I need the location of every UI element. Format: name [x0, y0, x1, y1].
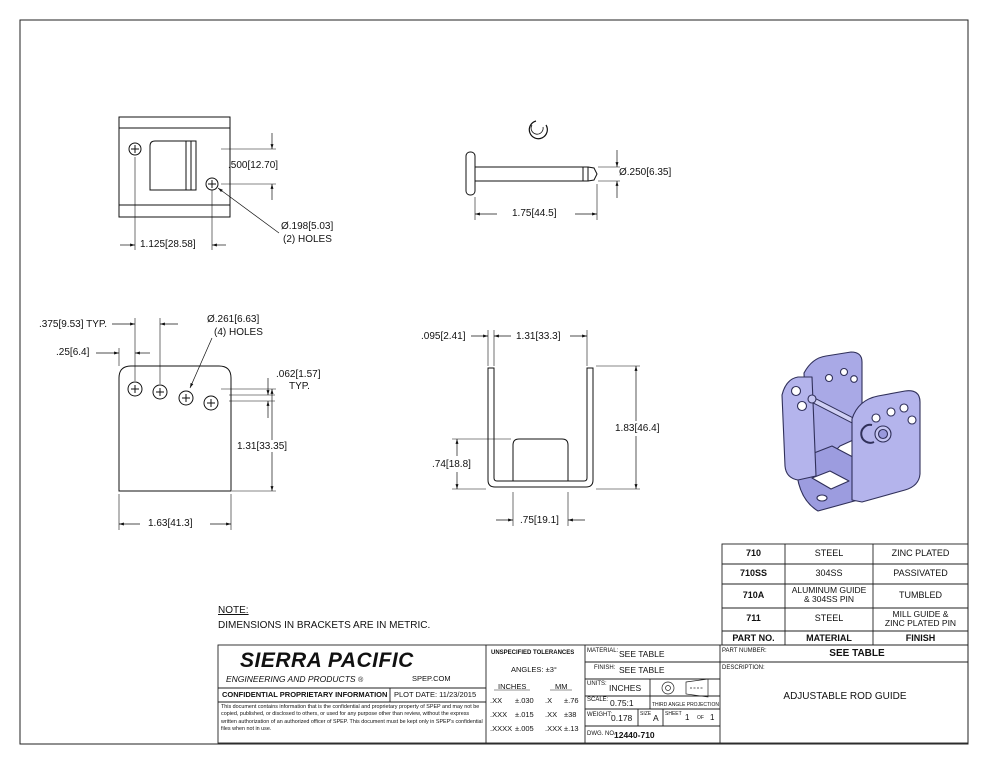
parts-row-2-finish: PASSIVATED	[893, 568, 948, 578]
weight-value: 0.178	[611, 713, 633, 723]
dim-v3-thickness-suffix: TYP.	[289, 381, 310, 392]
dim-pin-dia: Ø.250[6.35]	[619, 167, 672, 178]
confidential-text: This document contains information that …	[221, 704, 483, 732]
tolerances-angles: ANGLES: ±3°	[511, 665, 557, 674]
parts-row-3-material: ALUMINUM GUIDE & 304SS PIN	[791, 585, 867, 604]
units-value: INCHES	[609, 683, 642, 693]
dwg-label: DWG. NO.	[587, 731, 616, 737]
tol-row-2-a: .XXX	[490, 710, 508, 719]
material-value: SEE TABLE	[619, 649, 665, 659]
parts-row-4-material: STEEL	[814, 613, 844, 623]
projection-label: THIRD ANGLE PROJECTION	[652, 702, 719, 708]
sheet-border	[19, 19, 969, 745]
parts-header-finish: FINISH	[905, 633, 936, 643]
parts-row-1-material: STEEL	[814, 548, 844, 558]
parts-row-1-part: 710	[745, 548, 762, 558]
description-value: ADJUSTABLE ROD GUIDE	[783, 691, 907, 702]
dim-v4-inner: 1.31[33.3]	[516, 331, 561, 342]
dim-v4-flange: .095[2.41]	[421, 331, 466, 342]
dim-v3-edge: .25[6.4]	[56, 347, 90, 358]
tol-row-3-c: .XXX	[545, 724, 563, 733]
confidential-title: CONFIDENTIAL PROPRIETARY INFORMATION	[222, 690, 388, 699]
part-number-label: PART NUMBER:	[722, 648, 767, 654]
note-title: NOTE:	[218, 605, 249, 616]
dim-v3-height: 1.31[33.35]	[237, 441, 288, 452]
parts-row-4-part: 711	[746, 613, 761, 623]
tol-row-1-b: ±.030	[515, 696, 534, 705]
tolerances-title: UNSPECIFIED TOLERANCES	[491, 650, 575, 656]
tol-row-2-c: .XX	[545, 710, 558, 719]
dim-v3-thickness: .062[1.57]	[276, 369, 321, 380]
dim-v4-slot-height: .74[18.8]	[432, 459, 471, 470]
view-pin	[465, 120, 620, 220]
tol-row-1-a: .XX	[490, 696, 503, 705]
tol-row-3-b: ±.005	[515, 724, 534, 733]
isometric-view	[781, 351, 921, 512]
tol-row-2-b: ±.015	[515, 710, 534, 719]
tol-row-3-d: ±.13	[564, 724, 579, 733]
dim-v4-height: 1.83[46.4]	[615, 423, 660, 434]
dim-v4-slot-width: .75[19.1]	[520, 515, 559, 526]
parts-row-4-finish: MILL GUIDE & ZINC PLATED PIN	[884, 609, 957, 628]
company-subtitle: ENGINEERING AND PRODUCTS ®	[226, 674, 364, 684]
table-grid	[217, 543, 969, 744]
tol-row-1-d: ±.76	[564, 696, 579, 705]
sheet-label: SHEET	[665, 711, 682, 717]
view-front-channel	[452, 330, 640, 526]
note-text: DIMENSIONS IN BRACKETS ARE IN METRIC.	[218, 620, 431, 631]
sheet-of: OF	[697, 715, 704, 721]
tol-row-1-c: .X	[545, 696, 553, 705]
parts-header-material: MATERIAL	[806, 633, 852, 643]
dim-v1-hole-count: (2) HOLES	[283, 234, 332, 245]
part-number-value: SEE TABLE	[829, 648, 885, 659]
company-website: SPEP.COM	[412, 674, 451, 683]
scale-value: 0.75:1	[610, 698, 634, 708]
parts-row-1-finish: ZINC PLATED	[891, 548, 950, 558]
parts-row-2-part: 710SS	[739, 568, 768, 578]
scale-label: SCALE:	[587, 697, 609, 703]
description-label: DESCRIPTION:	[722, 665, 765, 671]
parts-row-3-finish: TUMBLED	[898, 590, 942, 600]
dim-pin-length: 1.75[44.5]	[512, 208, 557, 219]
plot-date: PLOT DATE: 11/23/2015	[394, 690, 477, 699]
sheet-number: 1	[685, 713, 690, 722]
parts-header-part: PART NO.	[732, 633, 775, 643]
size-value: A	[653, 713, 659, 723]
projection-symbol	[661, 678, 709, 698]
parts-row-3-part: 710A	[742, 590, 765, 600]
dim-v3-width: 1.63[41.3]	[148, 518, 193, 529]
view-top-bracket	[118, 116, 280, 250]
dim-v3-hole: Ø.261[6.63]	[207, 314, 260, 325]
material-label: MATERIAL:	[587, 648, 619, 654]
dim-v3-hole-count: (4) HOLES	[214, 327, 263, 338]
tol-row-2-d: ±38	[564, 710, 577, 719]
dim-v1-width: 1.125[28.58]	[140, 239, 196, 250]
company-name: SIERRA PACIFIC	[240, 649, 414, 672]
sheet-total: 1	[710, 713, 715, 722]
size-label: SIZE	[640, 711, 652, 717]
finish-label: FINISH:	[594, 665, 616, 671]
dim-v1-height: .500[12.70]	[228, 160, 279, 171]
tolerances-mm-label: MM	[555, 682, 568, 691]
weight-label: WEIGHT:	[587, 712, 612, 718]
finish-value: SEE TABLE	[619, 665, 665, 675]
parts-row-2-material: 304SS	[815, 568, 843, 578]
tol-row-3-a: .XXXX	[490, 724, 513, 733]
dim-v1-hole: Ø.198[5.03]	[281, 221, 334, 232]
units-label: UNITS:	[587, 681, 607, 687]
dwg-number: 12440-710	[614, 730, 655, 740]
view-side-plate	[96, 318, 276, 530]
dim-v3-pitch: .375[9.53] TYP.	[39, 319, 108, 330]
tolerances-inches-label: INCHES	[498, 682, 527, 691]
